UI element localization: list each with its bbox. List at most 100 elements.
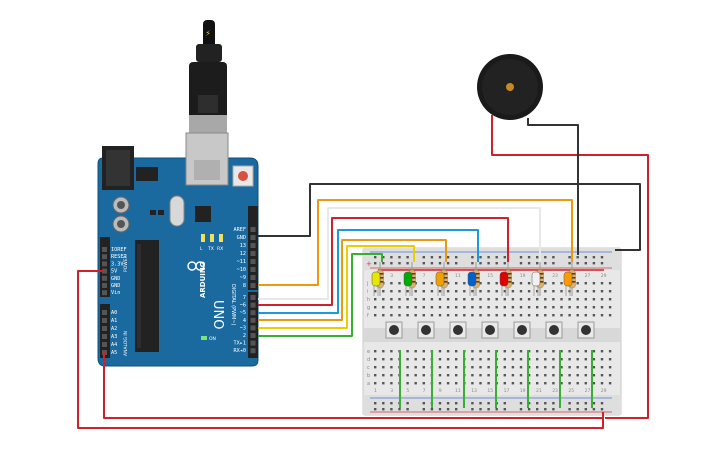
- bb-hole[interactable]: [374, 306, 377, 309]
- bb-hole[interactable]: [487, 306, 490, 309]
- bb-hole[interactable]: [536, 298, 539, 301]
- rail-hole[interactable]: [552, 402, 555, 405]
- bb-hole[interactable]: [527, 382, 531, 385]
- bb-hole[interactable]: [527, 298, 531, 301]
- digital-pin-socket[interactable]: [250, 235, 256, 240]
- bb-hole[interactable]: [438, 314, 442, 317]
- bb-hole[interactable]: [487, 290, 490, 293]
- bb-hole[interactable]: [600, 382, 604, 385]
- bb-hole[interactable]: [511, 358, 515, 361]
- bb-hole[interactable]: [479, 382, 482, 385]
- bb-hole[interactable]: [584, 314, 587, 317]
- bb-hole[interactable]: [536, 306, 539, 309]
- rail-hole[interactable]: [568, 408, 571, 411]
- bb-hole[interactable]: [471, 358, 474, 361]
- bb-hole[interactable]: [398, 314, 401, 317]
- rail-hole[interactable]: [544, 256, 547, 259]
- bb-hole[interactable]: [382, 298, 385, 301]
- bb-hole[interactable]: [382, 350, 385, 353]
- rail-hole[interactable]: [495, 256, 498, 259]
- analog-pin-socket[interactable]: [102, 326, 107, 331]
- bb-hole[interactable]: [471, 298, 474, 301]
- bb-hole[interactable]: [552, 314, 555, 317]
- rail-hole[interactable]: [398, 262, 401, 265]
- bb-hole[interactable]: [592, 290, 596, 293]
- rail-hole[interactable]: [576, 402, 579, 405]
- bb-hole[interactable]: [544, 306, 547, 309]
- power-pin-socket[interactable]: [102, 283, 107, 288]
- rail-hole[interactable]: [374, 408, 377, 411]
- bb-hole[interactable]: [479, 290, 482, 293]
- bb-hole[interactable]: [544, 282, 547, 285]
- bb-hole[interactable]: [406, 366, 409, 369]
- bb-hole[interactable]: [544, 298, 547, 301]
- bb-hole[interactable]: [584, 350, 587, 353]
- bb-hole[interactable]: [552, 382, 555, 385]
- bb-hole[interactable]: [438, 358, 442, 361]
- bb-hole[interactable]: [463, 306, 466, 309]
- bb-hole[interactable]: [560, 290, 563, 293]
- digital-pin-socket[interactable]: [250, 259, 256, 264]
- bb-hole[interactable]: [511, 366, 515, 369]
- analog-pin-socket[interactable]: [102, 318, 107, 323]
- digital-pin-socket[interactable]: [250, 317, 256, 323]
- led[interactable]: [499, 271, 509, 287]
- bb-hole[interactable]: [438, 350, 442, 353]
- bb-hole[interactable]: [390, 374, 393, 377]
- bb-hole[interactable]: [455, 306, 458, 309]
- rail-hole[interactable]: [455, 262, 458, 265]
- rail-hole[interactable]: [446, 262, 450, 265]
- rail-hole[interactable]: [487, 408, 490, 411]
- rail-hole[interactable]: [455, 256, 458, 259]
- arduino-uno-board[interactable]: ARDUINO UNO DIGITAL (PWM~) POWER ANALOG …: [97, 132, 259, 367]
- push-button-cap[interactable]: [389, 325, 399, 335]
- bb-hole[interactable]: [511, 382, 515, 385]
- rail-hole[interactable]: [422, 408, 425, 411]
- bb-hole[interactable]: [544, 366, 547, 369]
- bb-hole[interactable]: [519, 314, 523, 317]
- bb-hole[interactable]: [592, 374, 596, 377]
- digital-pin-socket[interactable]: [250, 333, 256, 338]
- rail-hole[interactable]: [406, 402, 409, 405]
- rail-hole[interactable]: [576, 408, 579, 411]
- bb-hole[interactable]: [455, 314, 458, 317]
- bb-hole[interactable]: [487, 358, 490, 361]
- bb-hole[interactable]: [503, 350, 506, 353]
- analog-pin-socket[interactable]: [102, 334, 107, 339]
- power-pin-socket[interactable]: [102, 254, 107, 260]
- bb-hole[interactable]: [511, 282, 515, 285]
- power-pin-socket[interactable]: [102, 275, 107, 281]
- bb-hole[interactable]: [479, 350, 482, 353]
- bb-hole[interactable]: [438, 306, 442, 309]
- bb-hole[interactable]: [608, 382, 612, 385]
- bb-hole[interactable]: [527, 306, 531, 309]
- rail-hole[interactable]: [487, 402, 490, 405]
- bb-hole[interactable]: [390, 366, 393, 369]
- bb-hole[interactable]: [406, 290, 409, 293]
- bb-hole[interactable]: [438, 374, 442, 377]
- bb-hole[interactable]: [446, 374, 450, 377]
- bb-hole[interactable]: [487, 382, 490, 385]
- digital-pin-socket[interactable]: [250, 302, 256, 308]
- bb-hole[interactable]: [487, 366, 490, 369]
- rail-hole[interactable]: [527, 262, 531, 265]
- bb-hole[interactable]: [584, 382, 587, 385]
- bb-hole[interactable]: [463, 298, 466, 301]
- bb-hole[interactable]: [560, 306, 563, 309]
- bb-hole[interactable]: [398, 290, 401, 293]
- rail-hole[interactable]: [536, 256, 539, 259]
- bb-hole[interactable]: [446, 290, 450, 293]
- bb-hole[interactable]: [519, 298, 523, 301]
- bb-hole[interactable]: [422, 350, 425, 353]
- bb-hole[interactable]: [608, 366, 612, 369]
- bb-hole[interactable]: [390, 382, 393, 385]
- bb-hole[interactable]: [414, 382, 417, 385]
- bb-hole[interactable]: [479, 366, 482, 369]
- bb-hole[interactable]: [608, 350, 612, 353]
- bb-hole[interactable]: [592, 366, 596, 369]
- rail-hole[interactable]: [374, 262, 377, 265]
- bb-hole[interactable]: [600, 366, 604, 369]
- bb-hole[interactable]: [592, 358, 596, 361]
- rail-hole[interactable]: [390, 402, 393, 405]
- bb-hole[interactable]: [519, 358, 523, 361]
